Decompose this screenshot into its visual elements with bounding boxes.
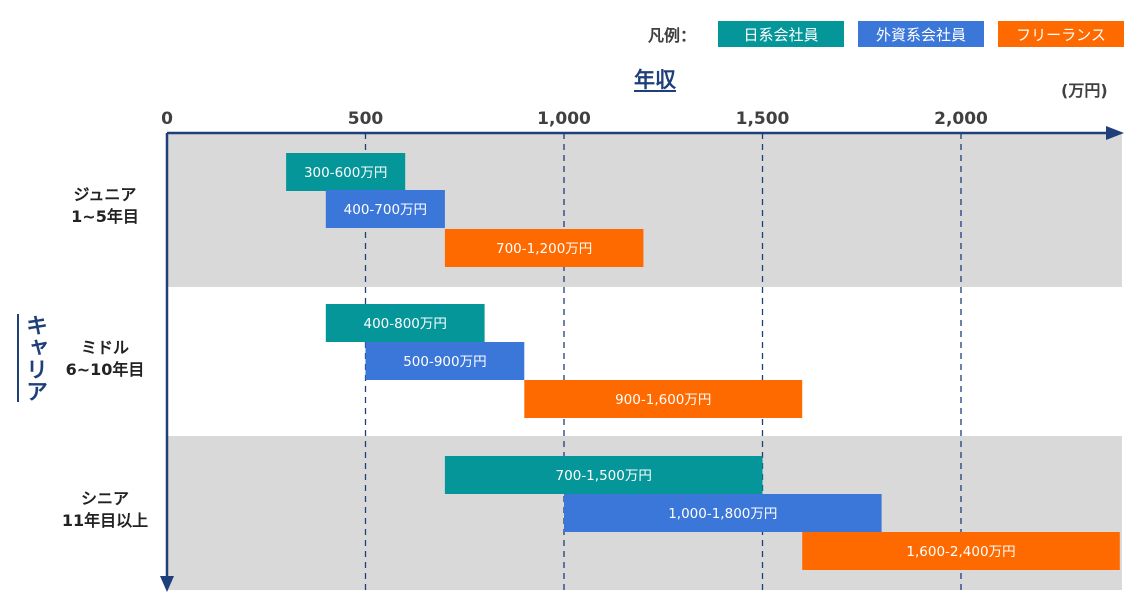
category-label-senior: シニア 11年目以上 xyxy=(30,488,180,532)
bar-data-label: 400-800万円 xyxy=(363,316,446,332)
x-tick-label: 0 xyxy=(161,109,173,129)
legend-item-japanese-employee: 日系会社員 xyxy=(718,21,844,47)
x-tick-label: 1,500 xyxy=(736,109,790,129)
legend-label: 外資系会社員 xyxy=(875,25,966,44)
range-bar xyxy=(444,456,763,494)
range-bar xyxy=(286,153,406,191)
legend-label: フリーランス xyxy=(1016,25,1106,44)
category-label-middle: ミドル 6~10年目 xyxy=(30,337,180,381)
category-years: 11年目以上 xyxy=(61,511,149,530)
range-bar xyxy=(802,532,1120,570)
range-bar xyxy=(524,380,803,418)
x-axis-arrow xyxy=(1106,126,1124,140)
bar-data-label: 1,600-2,400万円 xyxy=(906,544,1015,560)
range-bar xyxy=(564,494,882,532)
x-tick-label: 500 xyxy=(348,109,384,129)
category-years: 1~5年目 xyxy=(71,207,139,226)
bar-data-label: 900-1,600万円 xyxy=(615,392,711,408)
range-bar xyxy=(365,342,525,380)
bar-data-label: 700-1,500万円 xyxy=(556,468,652,484)
legend-label: 日系会社員 xyxy=(743,25,819,44)
category-label-junior: ジュニア 1~5年目 xyxy=(30,184,180,228)
range-bar xyxy=(325,190,445,228)
x-axis-title: 年収 xyxy=(634,68,676,92)
bar-data-label: 500-900万円 xyxy=(403,354,486,370)
legend-item-foreign-employee: 外資系会社員 xyxy=(858,21,984,47)
range-bar xyxy=(325,304,485,342)
bar-data-label: 1,000-1,800万円 xyxy=(668,506,777,522)
legend-item-freelance: フリーランス xyxy=(998,21,1124,47)
x-tick-label: 2,000 xyxy=(934,109,988,129)
bar-data-label: 400-700万円 xyxy=(344,202,427,218)
x-tick-label: 1,000 xyxy=(537,109,591,129)
category-name: ジュニア xyxy=(73,185,137,204)
category-name: ミドル xyxy=(80,338,129,357)
category-years: 6~10年目 xyxy=(65,360,145,379)
range-bar xyxy=(444,229,644,267)
legend-title: 凡例： xyxy=(648,26,697,45)
x-axis-unit: (万円) xyxy=(1061,81,1108,100)
y-axis-title: キャリア xyxy=(22,314,47,402)
bar-data-label: 700-1,200万円 xyxy=(496,241,592,257)
bar-data-label: 300-600万円 xyxy=(304,165,387,181)
category-name: シニア xyxy=(80,489,129,508)
y-axis-arrow xyxy=(160,576,174,592)
